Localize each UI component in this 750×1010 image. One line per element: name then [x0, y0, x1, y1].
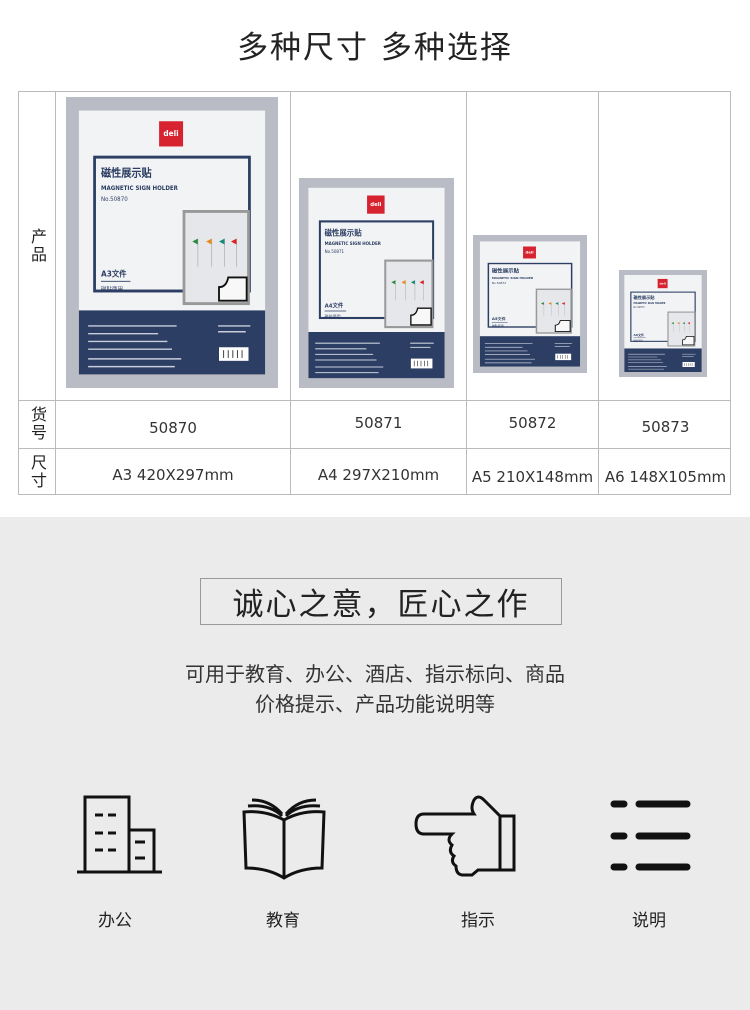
- product-graphic: [624, 348, 702, 373]
- product-code: 50872: [508, 414, 557, 432]
- product-graphic: [671, 322, 674, 325]
- product-code: 50870: [149, 419, 197, 437]
- product-en: MAGNETIC SIGN HOLDER: [634, 302, 666, 305]
- product-graphic: [315, 342, 434, 374]
- usage-section: [0, 517, 750, 1010]
- doc-size: A4文件: [325, 301, 344, 309]
- product-graphic: [218, 276, 248, 302]
- product-graphic: [391, 280, 396, 285]
- use-note: 磁贴两用: [101, 285, 123, 293]
- product-graphic: [484, 343, 573, 364]
- product-graphic: [682, 335, 695, 346]
- product-en: MAGNETIC SIGN HOLDER: [492, 276, 534, 280]
- product-graphic: [230, 238, 237, 245]
- product-graphic: [419, 280, 424, 285]
- product-graphic: [88, 325, 251, 368]
- product-graphic: deli: [525, 250, 533, 255]
- product-name: 磁性展示贴: [325, 227, 362, 237]
- product-image-a3: deli 磁性展示贴 MAGNETIC SIGN HOLDER No.50870…: [66, 97, 278, 388]
- divider: [290, 92, 291, 494]
- divider: [19, 400, 730, 401]
- barcode: [682, 362, 695, 368]
- slogan: 诚心之意，匠心之作: [200, 578, 562, 625]
- product-name: 磁性展示贴: [101, 166, 152, 179]
- row-label-product: 产品: [28, 228, 47, 264]
- product-code: 50873: [641, 418, 690, 436]
- product-graphic: [682, 322, 685, 325]
- row-label-code: 货号: [28, 406, 47, 442]
- product-no: No.50873: [634, 306, 646, 309]
- product-graphic: [677, 322, 680, 325]
- product-image-a6: deli 磁性展示贴 MAGNETIC SIGN HOLDER No.50873…: [619, 270, 707, 377]
- product-size: A3 420X297mm: [112, 466, 234, 484]
- product-en: MAGNETIC SIGN HOLDER: [325, 241, 382, 246]
- barcode: [555, 353, 572, 361]
- product-en: MAGNETIC SIGN HOLDER: [101, 186, 179, 192]
- divider: [466, 92, 467, 494]
- pointing-hand-icon: [414, 795, 516, 877]
- divider: [598, 92, 599, 494]
- product-no: No.50872: [492, 281, 507, 285]
- product-size: A6 148X105mm: [604, 468, 727, 486]
- product-graphic: [410, 280, 415, 285]
- divider: [55, 92, 56, 494]
- use-label-guidance: 指示: [461, 911, 495, 931]
- product-graphic: [192, 238, 198, 245]
- use-label-instructions: 说明: [632, 911, 666, 931]
- logo: [159, 121, 184, 147]
- use-label-education: 教育: [266, 911, 300, 931]
- product-graphic: [410, 307, 432, 326]
- product-graphic: deli: [163, 129, 178, 138]
- product-graphic: [554, 320, 571, 333]
- product-graphic: [555, 302, 559, 305]
- product-graphic: [308, 332, 445, 379]
- product-size: A5 210X148mm: [471, 468, 594, 486]
- use-note: 磁贴两用: [634, 338, 643, 342]
- product-size: A4 297X210mm: [317, 466, 440, 484]
- product-graphic: deli: [659, 281, 665, 285]
- product-graphic: deli: [370, 202, 381, 208]
- barcode: [410, 358, 433, 369]
- product-image-a4: deli 磁性展示贴 MAGNETIC SIGN HOLDER No.50871…: [299, 178, 454, 388]
- product-graphic: [413, 360, 429, 367]
- product-code: 50871: [354, 414, 403, 432]
- product-graphic: [206, 238, 212, 245]
- product-graphic: [219, 238, 225, 245]
- product-image-a5: deli 磁性展示贴 MAGNETIC SIGN HOLDER No.50872…: [473, 235, 587, 373]
- use-note: 磁贴两用: [492, 323, 504, 328]
- logo: [657, 278, 668, 289]
- product-graphic: [548, 302, 552, 305]
- doc-size: A3文件: [101, 268, 127, 278]
- list-icon: [610, 800, 691, 871]
- product-name: 磁性展示贴: [492, 267, 520, 275]
- product-graphic: [687, 322, 690, 325]
- logo: [523, 246, 536, 259]
- description-line: 可用于教育、办公、酒店、指示标向、商品: [185, 662, 565, 686]
- product-graphic: [684, 363, 693, 366]
- description-line: 价格提示、产品功能说明等: [255, 692, 495, 716]
- product-name: 磁性展示贴: [633, 294, 655, 300]
- product-graphic: [557, 355, 568, 359]
- size-table: 产品 货号 尺寸 50870 50871 50872 50873 A3 420X…: [18, 91, 731, 495]
- product-graphic: [401, 280, 406, 285]
- row-label-size: 尺寸: [28, 453, 47, 490]
- product-graphic: [223, 350, 243, 358]
- product-no: No.50871: [325, 249, 345, 254]
- product-graphic: [561, 302, 565, 305]
- use-note: 磁贴两用: [325, 313, 341, 319]
- page-title: 多种尺寸 多种选择: [237, 30, 513, 66]
- logo: [367, 195, 385, 214]
- product-no: No.50870: [101, 197, 128, 203]
- barcode: [219, 347, 249, 361]
- doc-size: A6文件: [634, 332, 645, 337]
- product-graphic: [479, 336, 581, 367]
- divider: [19, 448, 730, 449]
- product-graphic: [540, 302, 544, 305]
- product-graphic: [628, 353, 696, 370]
- doc-size: A5文件: [492, 316, 506, 321]
- product-graphic: [78, 310, 266, 375]
- open-book-icon: [242, 798, 326, 880]
- office-building-icon: [77, 795, 162, 874]
- use-label-office: 办公: [98, 911, 132, 931]
